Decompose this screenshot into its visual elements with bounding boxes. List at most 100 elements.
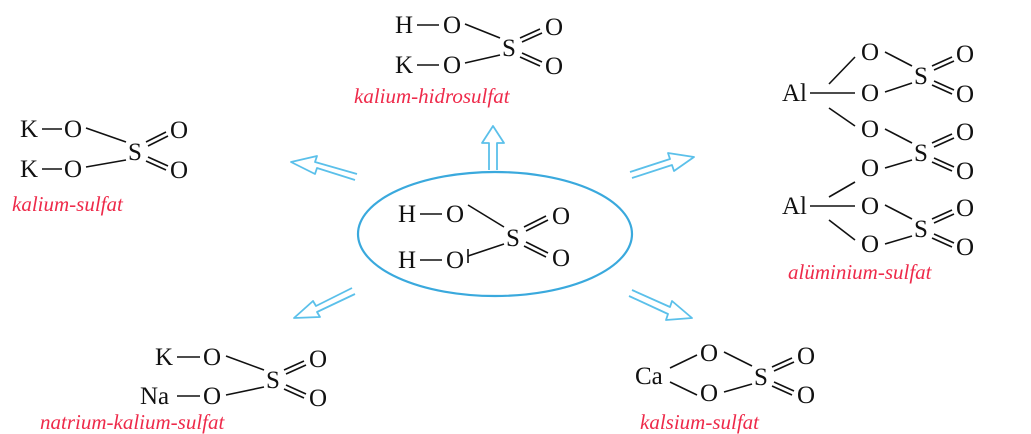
atom-o: O	[861, 116, 879, 143]
atom-h: H	[398, 247, 416, 274]
atom-o: O	[956, 234, 974, 261]
atom-o: O	[861, 80, 879, 107]
double-bond	[771, 385, 793, 396]
atom-o: O	[203, 344, 221, 371]
atom-al: Al	[782, 80, 807, 107]
bond	[225, 386, 265, 396]
center-ellipse	[356, 170, 634, 298]
double-bond	[519, 56, 541, 67]
atom-o: O	[700, 380, 718, 407]
double-bond	[523, 245, 547, 258]
atom-h: H	[395, 12, 413, 39]
arrow-lower-left-icon	[293, 287, 356, 319]
atom-o: O	[956, 41, 974, 68]
double-bond	[933, 233, 955, 244]
atom-al: Al	[782, 193, 807, 220]
compound-aluminium-sulfat: O Al O S O O O O S O O Al O O S	[782, 39, 974, 284]
atom-o: O	[797, 343, 815, 370]
atom-o: O	[443, 12, 461, 39]
atom-o: O	[861, 39, 879, 66]
double-bond	[931, 56, 953, 67]
atom-o: O	[552, 245, 570, 272]
atom-s: S	[502, 35, 516, 62]
compound-kalium-hidrosulfat: H O K O S O O kalium-hidrosulfat	[354, 12, 563, 108]
bond	[85, 127, 127, 143]
bond	[828, 56, 856, 85]
double-bond	[933, 213, 955, 224]
double-bond	[771, 357, 793, 368]
double-bond	[931, 237, 953, 248]
bond	[467, 204, 505, 228]
bond	[884, 82, 913, 93]
bond	[828, 107, 856, 127]
double-bond	[283, 360, 305, 371]
atom-s: S	[754, 364, 768, 391]
atom-k: K	[20, 116, 38, 143]
atom-s: S	[914, 140, 928, 167]
atom-o: O	[956, 158, 974, 185]
compound-kalsium-sulfat: Ca O O S O O kalsium-sulfat	[635, 340, 815, 434]
arrow-up-icon	[481, 125, 505, 170]
double-bond	[525, 241, 549, 254]
atom-o: O	[545, 53, 563, 80]
arrow-upper-right-icon	[629, 152, 695, 179]
atom-ca: Ca	[635, 363, 663, 390]
double-bond	[145, 160, 167, 171]
double-bond	[521, 32, 543, 43]
bond	[723, 351, 753, 367]
atom-k: K	[395, 52, 413, 79]
atom-h: H	[398, 201, 416, 228]
atom-o: O	[309, 346, 327, 373]
compound-kalium-sulfat: K O K O S O O kalium-sulfat	[12, 116, 188, 216]
double-bond	[931, 209, 953, 220]
compound-label: alüminium-sulfat	[788, 260, 933, 284]
atom-s: S	[128, 139, 142, 166]
bond	[464, 23, 501, 39]
atom-o: O	[956, 195, 974, 222]
double-bond	[933, 60, 955, 71]
bond	[85, 159, 127, 168]
double-bond	[933, 157, 955, 168]
atom-o: O	[861, 231, 879, 258]
atom-o: O	[956, 81, 974, 108]
compound-natrium-kalium-sulfat: K O Na O S O O natrium-kalium-sulfat	[40, 344, 327, 434]
double-bond	[521, 52, 543, 63]
double-bond	[933, 80, 955, 91]
bond	[723, 383, 753, 393]
compound-label: kalium-hidrosulfat	[354, 84, 511, 108]
double-bond	[525, 219, 549, 232]
double-bond	[147, 135, 169, 147]
atom-o: O	[797, 382, 815, 409]
double-bond	[931, 84, 953, 95]
bond	[884, 159, 913, 169]
double-bond	[147, 156, 169, 167]
bond	[828, 181, 856, 198]
atom-o: O	[170, 157, 188, 184]
atom-k: K	[20, 156, 38, 183]
atom-o: O	[64, 116, 82, 143]
atom-o: O	[552, 203, 570, 230]
atom-o: O	[861, 155, 879, 182]
atom-s: S	[506, 225, 520, 252]
bond	[225, 355, 265, 371]
atom-o: O	[443, 52, 461, 79]
bond	[828, 219, 856, 241]
atom-o: O	[545, 14, 563, 41]
atom-s: S	[914, 63, 928, 90]
atom-na: Na	[140, 383, 169, 410]
double-bond	[931, 161, 953, 172]
double-bond	[285, 384, 307, 395]
bond	[884, 51, 913, 67]
bond	[884, 204, 913, 220]
atom-o: O	[446, 247, 464, 274]
double-bond	[931, 133, 953, 144]
atom-o: O	[203, 383, 221, 410]
double-bond	[519, 28, 541, 39]
bond	[464, 54, 501, 64]
atom-o: O	[170, 117, 188, 144]
double-bond	[283, 388, 305, 399]
compound-label: natrium-kalium-sulfat	[40, 410, 225, 434]
compound-label: kalsium-sulfat	[640, 410, 760, 434]
double-bond	[145, 131, 167, 143]
